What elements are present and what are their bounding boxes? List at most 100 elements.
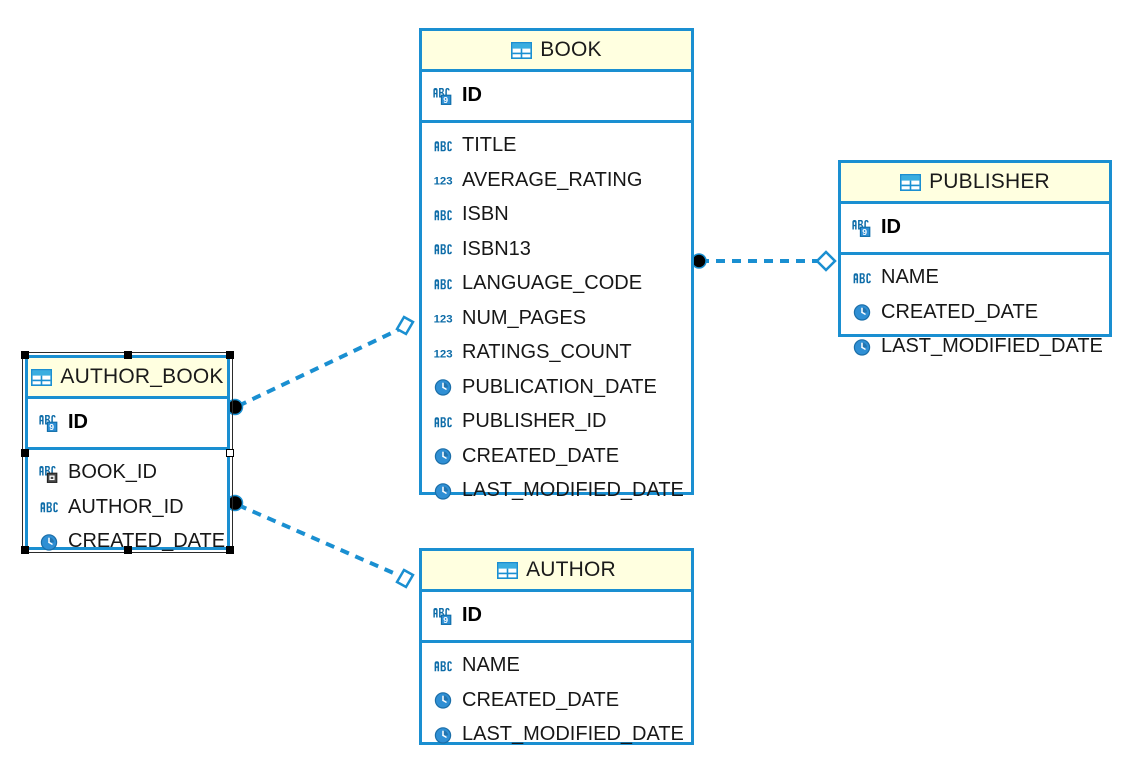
column-name: NAME — [462, 654, 520, 677]
column-section: NAME CREATED_DATE LAST_MODIFIED_DATE — [422, 643, 691, 761]
column-name: LAST_MODIFIED_DATE — [881, 335, 1103, 358]
column-row[interactable]: TITLE — [422, 129, 691, 164]
entity-header-author[interactable]: AUTHOR — [422, 551, 691, 592]
relationship-line — [237, 328, 399, 408]
column-row[interactable]: LAST_MODIFIED_DATE — [422, 718, 691, 753]
column-name: PUBLICATION_DATE — [462, 375, 657, 398]
column-row[interactable]: CREATED_DATE — [841, 295, 1109, 330]
column-name: BOOK_ID — [68, 461, 157, 484]
column-name: ID — [68, 410, 88, 433]
clock-date-type-icon — [434, 726, 452, 744]
abc-string-type-icon — [434, 416, 452, 428]
entity-table-author_book[interactable]: AUTHOR_BOOK 9 ID BOOK_ID AUTHOR_ID CREATED_DA… — [25, 355, 230, 552]
resize-handle-e[interactable] — [226, 448, 234, 457]
123-number-type-icon: 123 — [434, 176, 453, 188]
column-row[interactable]: NAME — [841, 261, 1109, 296]
column-row[interactable]: LAST_MODIFIED_DATE — [841, 330, 1109, 365]
column-row-primary-key[interactable]: 9 ID — [28, 405, 227, 440]
column-row[interactable]: PUBLICATION_DATE — [422, 370, 691, 405]
svg-text:9: 9 — [49, 422, 54, 432]
entity-header-book[interactable]: BOOK — [422, 31, 691, 72]
column-name: AUTHOR_ID — [68, 495, 184, 518]
relationship-book-publisher[interactable] — [691, 250, 837, 272]
abc-string-type-icon — [853, 272, 871, 284]
entity-title: AUTHOR_BOOK — [60, 365, 224, 388]
primary-key-section: 9 ID — [28, 399, 227, 450]
column-row[interactable]: ISBN — [422, 198, 691, 233]
column-name: AVERAGE_RATING — [462, 168, 643, 191]
column-row[interactable]: ISBN13 — [422, 232, 691, 267]
column-row[interactable]: LAST_MODIFIED_DATE — [422, 474, 691, 509]
column-name: NAME — [881, 266, 939, 289]
abc-primary-key-icon: 9 — [433, 608, 452, 625]
entity-title: AUTHOR — [526, 558, 616, 581]
column-name: ID — [462, 603, 482, 626]
clock-date-type-icon — [434, 482, 452, 500]
column-name: LAST_MODIFIED_DATE — [462, 723, 684, 746]
relationship-endpoint-open-diamond — [395, 315, 415, 336]
column-name: ID — [462, 83, 482, 106]
abc-string-type-icon — [434, 278, 452, 290]
resize-handle-sw[interactable] — [21, 546, 29, 554]
svg-text:123: 123 — [434, 314, 453, 326]
column-name: LAST_MODIFIED_DATE — [462, 479, 684, 502]
entity-header-publisher[interactable]: PUBLISHER — [841, 163, 1109, 204]
resize-handle-ne[interactable] — [226, 351, 234, 359]
column-row-primary-key[interactable]: 9 ID — [841, 210, 1109, 245]
column-row-primary-key[interactable]: 9 ID — [422, 78, 691, 113]
resize-handle-se[interactable] — [226, 546, 234, 554]
column-row[interactable]: AUTHOR_ID — [28, 490, 227, 525]
column-row[interactable]: LANGUAGE_CODE — [422, 267, 691, 302]
column-row[interactable]: CREATED_DATE — [422, 683, 691, 718]
column-name: ISBN — [462, 203, 509, 226]
relationship-endpoint-open-diamond — [395, 568, 415, 589]
column-name: CREATED_DATE — [462, 688, 620, 711]
column-name: LANGUAGE_CODE — [462, 272, 643, 295]
column-name: ID — [881, 215, 901, 238]
column-section: BOOK_ID AUTHOR_ID CREATED_DATE — [28, 450, 227, 568]
primary-key-section: 9 ID — [841, 204, 1109, 255]
clock-date-type-icon — [434, 448, 452, 465]
clock-date-type-icon — [434, 692, 452, 709]
resize-handle-w[interactable] — [21, 448, 29, 457]
resize-handle-nw[interactable] — [21, 351, 29, 359]
svg-text:123: 123 — [434, 176, 453, 188]
column-name: CREATED_DATE — [881, 300, 1039, 323]
column-name: PUBLISHER_ID — [462, 410, 607, 433]
column-row[interactable]: 123 AVERAGE_RATING — [422, 163, 691, 198]
abc-string-type-icon — [434, 209, 452, 221]
relationship-author_book-author[interactable] — [226, 494, 415, 589]
resize-handle-n[interactable] — [123, 351, 132, 359]
abc-string-type-icon — [434, 660, 452, 672]
entity-table-author[interactable]: AUTHOR 9 ID NAME CREATED_DATE LAST_MODIFIED_D… — [419, 548, 694, 745]
column-row-primary-key[interactable]: 9 ID — [422, 598, 691, 633]
column-name: CREATED_DATE — [68, 530, 226, 553]
column-row[interactable]: NAME — [422, 649, 691, 684]
table-icon — [497, 561, 519, 579]
abc-string-type-icon — [40, 502, 58, 513]
clock-date-type-icon — [40, 533, 58, 551]
column-name: CREATED_DATE — [462, 444, 620, 467]
abc-string-type-icon — [434, 244, 452, 255]
resize-handle-s[interactable] — [123, 546, 132, 554]
column-row[interactable]: CREATED_DATE — [422, 439, 691, 474]
123-number-type-icon: 123 — [434, 314, 453, 326]
clock-date-type-icon — [853, 338, 871, 356]
column-row[interactable]: CREATED_DATE — [28, 525, 227, 560]
table-icon — [511, 41, 533, 59]
abc-primary-key-icon: 9 — [852, 220, 871, 237]
relationship-author_book-book[interactable] — [226, 315, 415, 416]
abc-primary-key-icon: 9 — [39, 415, 58, 432]
entity-header-author_book[interactable]: AUTHOR_BOOK — [28, 358, 227, 399]
relationship-endpoint-filled-circle — [691, 253, 707, 269]
abc-primary-key-icon: 9 — [433, 88, 452, 105]
table-icon — [31, 368, 53, 386]
column-row[interactable]: PUBLISHER_ID — [422, 405, 691, 440]
column-row[interactable]: BOOK_ID — [28, 456, 227, 491]
entity-table-publisher[interactable]: PUBLISHER 9 ID NAME CREATED_DATE LAST_MODIFIE… — [838, 160, 1112, 357]
